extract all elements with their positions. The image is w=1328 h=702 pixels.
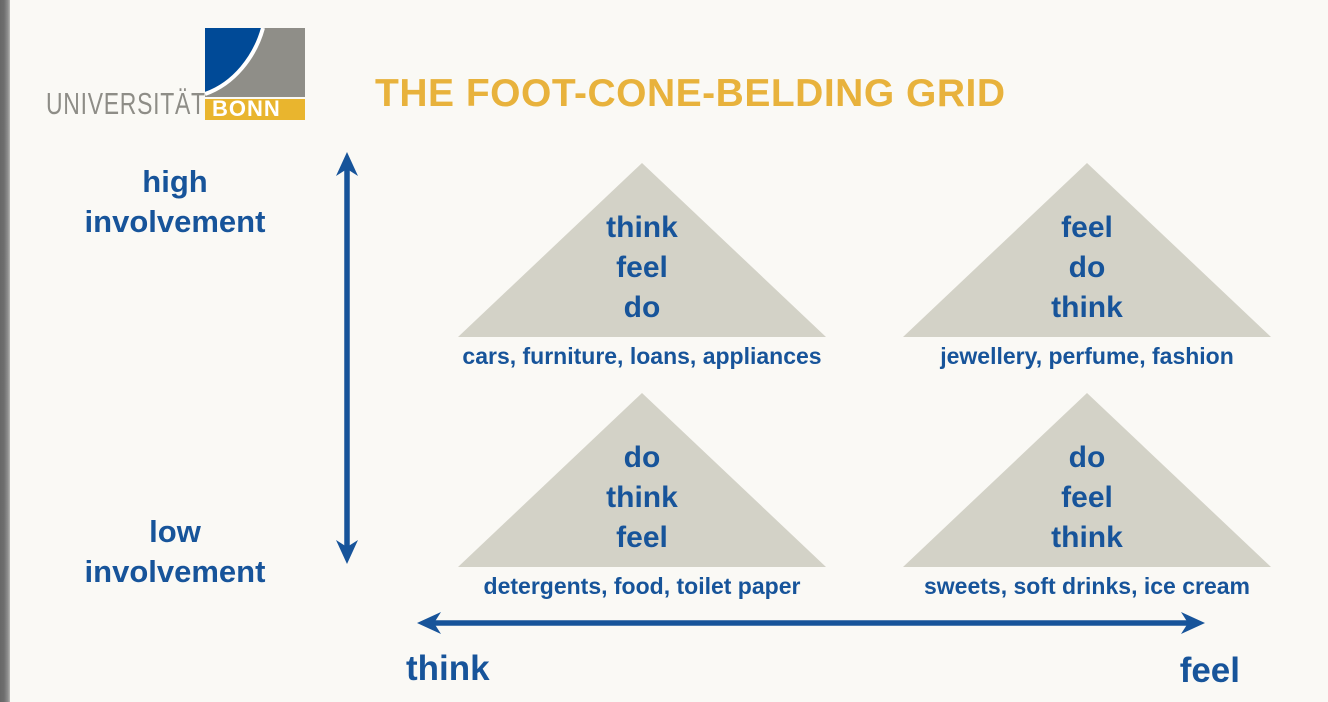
- quadrant-high-think: think feel do cars, furniture, loans, ap…: [458, 163, 826, 369]
- sequence-word: feel: [1061, 211, 1113, 244]
- slide-title: THE FOOT-CONE-BELDING GRID: [375, 72, 1006, 115]
- logo-city-text: BONN: [212, 96, 281, 121]
- low-involvement-line2: involvement: [84, 554, 266, 589]
- x-axis-feel-label: feel: [1179, 651, 1240, 690]
- quadrant-examples: sweets, soft drinks, ice cream: [924, 573, 1250, 599]
- quadrant-examples: cars, furniture, loans, appliances: [462, 343, 822, 369]
- high-involvement-line2: involvement: [84, 204, 266, 239]
- quadrant-sequence: think feel do: [458, 163, 826, 328]
- sequence-word: think: [1051, 521, 1123, 554]
- sequence-word: think: [606, 211, 678, 244]
- sequence-word: think: [1051, 291, 1123, 324]
- sequence-word: do: [623, 441, 661, 474]
- sequence-word: feel: [1061, 481, 1113, 514]
- sequence-word: do: [1068, 441, 1106, 474]
- quadrant-low-think: do think feel detergents, food, toilet p…: [458, 393, 826, 599]
- x-axis-think-label: think: [406, 649, 490, 688]
- vertical-double-arrow-icon: [336, 152, 358, 564]
- sequence-word: do: [1068, 251, 1106, 284]
- uni-bonn-logo-icon: BONN: [205, 28, 305, 120]
- sequence-word: do: [623, 291, 661, 324]
- quadrant-examples: jewellery, perfume, fashion: [940, 343, 1234, 369]
- high-involvement-label: high involvement: [40, 162, 310, 242]
- left-edge-strip: [0, 0, 10, 702]
- sequence-word: think: [606, 481, 678, 514]
- quadrant-sequence: do think feel: [458, 393, 826, 558]
- low-involvement-label: low involvement: [40, 512, 310, 592]
- logo-curve-graphic: [205, 28, 305, 120]
- sequence-word: feel: [616, 521, 668, 554]
- quadrant-high-feel: feel do think jewellery, perfume, fashio…: [903, 163, 1271, 369]
- sequence-word: feel: [616, 251, 668, 284]
- high-involvement-line1: high: [142, 164, 208, 199]
- quadrant-sequence: do feel think: [903, 393, 1271, 558]
- quadrant-examples: detergents, food, toilet paper: [483, 573, 801, 599]
- logo-university-text: UNIVERSITÄT: [46, 86, 206, 121]
- quadrant-low-feel: do feel think sweets, soft drinks, ice c…: [903, 393, 1271, 599]
- low-involvement-line1: low: [149, 514, 201, 549]
- quadrant-sequence: feel do think: [903, 163, 1271, 328]
- horizontal-double-arrow-icon: [417, 612, 1205, 634]
